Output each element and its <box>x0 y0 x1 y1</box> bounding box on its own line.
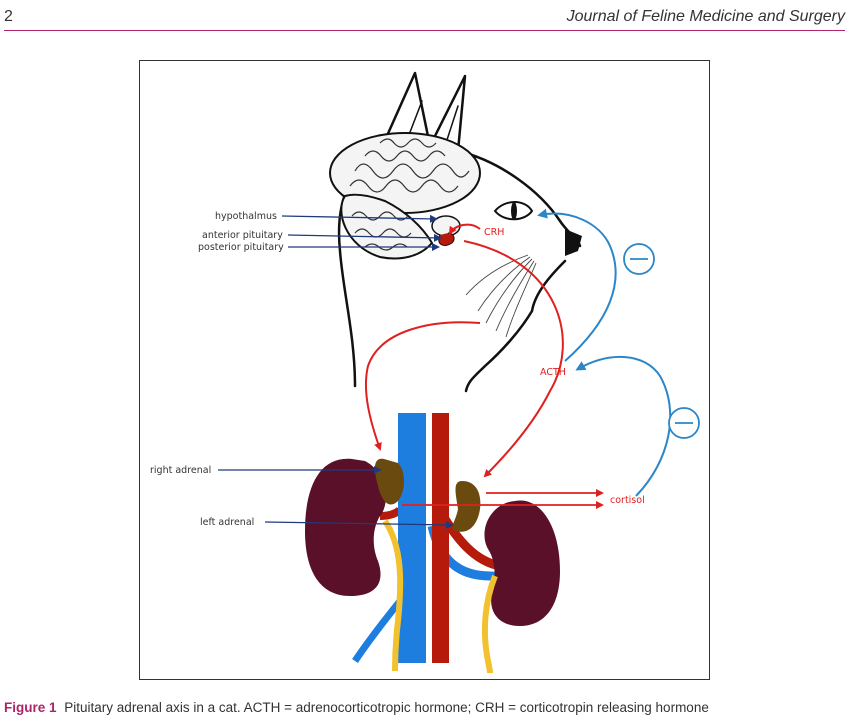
crh-arrow: CRH <box>448 223 504 238</box>
acth-feedback-arrow <box>537 208 655 362</box>
anterior-pituitary-pointer: anterior pituitary <box>202 230 442 242</box>
cat-eye-icon <box>493 201 534 221</box>
caption-text: Pituitary adrenal axis in a cat. ACTH = … <box>64 700 709 715</box>
anterior-pituitary-label: anterior pituitary <box>202 230 283 241</box>
right-adrenal-label: right adrenal <box>150 465 211 476</box>
cat-nose-icon <box>565 229 582 256</box>
journal-title: Journal of Feline Medicine and Surgery <box>566 8 845 25</box>
posterior-pituitary-label: posterior pituitary <box>198 242 284 253</box>
left-adrenal <box>452 481 481 532</box>
crh-label: CRH <box>484 227 504 238</box>
great-vessels <box>352 413 520 663</box>
page-header: 2 Journal of Feline Medicine and Surgery <box>0 0 849 34</box>
ureters <box>382 519 498 674</box>
posterior-pituitary-pointer: posterior pituitary <box>198 242 440 253</box>
right-adrenal-pointer: right adrenal <box>150 465 382 476</box>
figure-frame: hypothalmus anterior pituitary posterior… <box>139 60 710 680</box>
cat-whiskers <box>465 254 537 338</box>
hypothalmus-pointer: hypothalmus <box>215 211 438 223</box>
left-adrenal-pointer: left adrenal <box>200 517 454 529</box>
acth-arrows: ACTH <box>364 240 566 478</box>
cortisol-arrows: cortisol <box>402 489 645 509</box>
left-adrenal-label: left adrenal <box>200 517 254 528</box>
figure-caption: Figure 1 Pituitary adrenal axis in a cat… <box>4 700 709 715</box>
figure-label: Figure 1 <box>4 700 57 715</box>
cortisol-feedback-arrow <box>575 356 700 497</box>
right-adrenal <box>374 458 404 505</box>
brain <box>329 132 481 260</box>
aorta <box>432 413 449 663</box>
pituitary-adrenal-diagram: hypothalmus anterior pituitary posterior… <box>150 71 700 674</box>
acth-label: ACTH <box>540 367 566 378</box>
header-rule <box>4 30 845 31</box>
left-kidney <box>484 500 560 626</box>
page-number: 2 <box>4 8 13 25</box>
hypothalmus-label: hypothalmus <box>215 211 277 222</box>
right-kidney <box>305 458 386 596</box>
cortisol-label: cortisol <box>610 495 645 506</box>
vena-cava <box>398 413 426 663</box>
